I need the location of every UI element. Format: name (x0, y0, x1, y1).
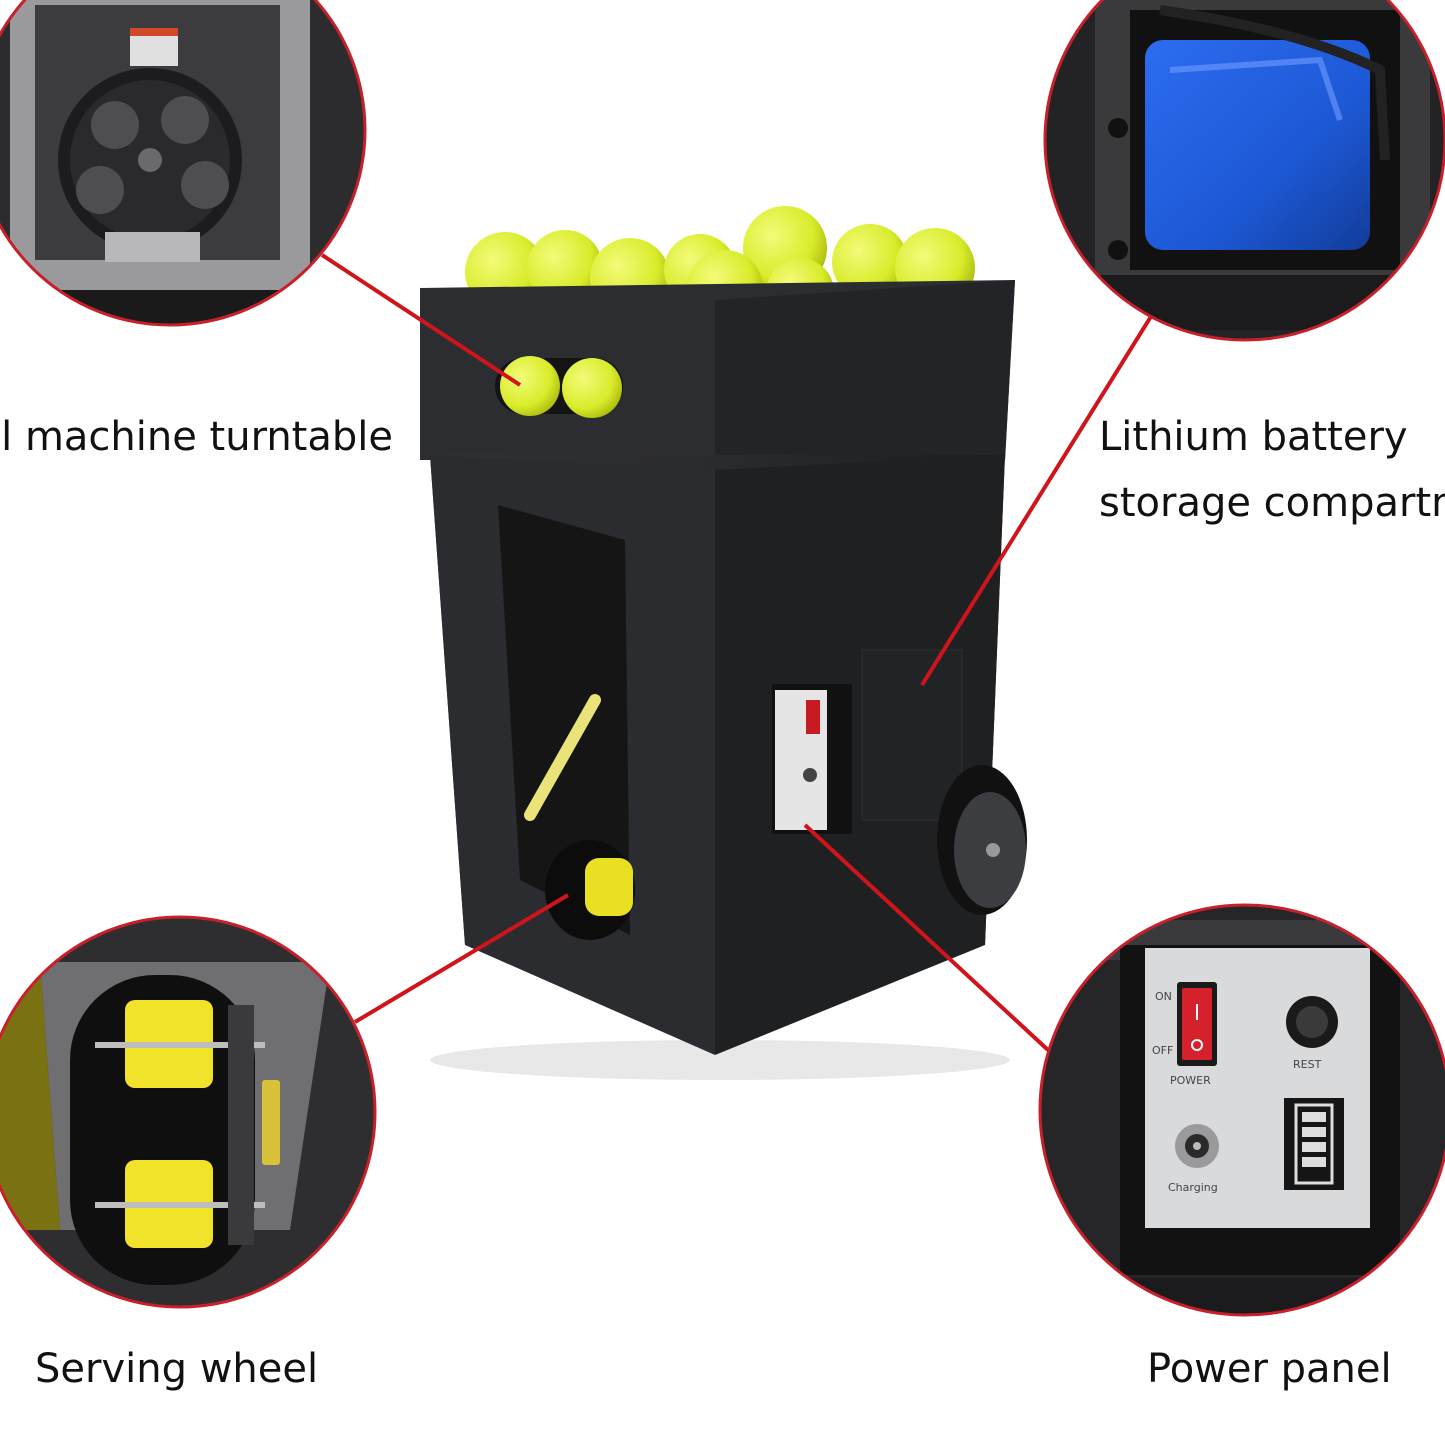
battery-label-line-2: storage compartm (1099, 480, 1445, 526)
turntable-closeup (0, 0, 367, 327)
leader-lines (320, 253, 1157, 1052)
turntable-label: ll machine turntable (0, 414, 393, 460)
battery-closeup (1043, 0, 1445, 342)
power-label: POWER (1170, 1074, 1211, 1087)
power-panel-label: Power panel (1147, 1346, 1392, 1392)
charging-label: Charging (1168, 1181, 1218, 1194)
reset-label: REST (1293, 1058, 1322, 1071)
power-switch (1177, 982, 1217, 1066)
serving-wheel-closeup (0, 915, 377, 1309)
serving-wheel-label: Serving wheel (35, 1346, 319, 1392)
ball-machine (420, 206, 1027, 1080)
battery-compartment-label: Lithium battery storage compartm (1099, 412, 1445, 528)
charging-port (1175, 1124, 1219, 1168)
battery-label-line-1: Lithium battery (1099, 414, 1408, 460)
reset-button (1286, 996, 1338, 1048)
battery-indicator (1284, 1098, 1344, 1190)
off-label: OFF (1152, 1044, 1173, 1057)
power-panel-closeup: ON OFF POWER REST Charging (1038, 903, 1445, 1317)
on-label: ON (1155, 990, 1172, 1003)
